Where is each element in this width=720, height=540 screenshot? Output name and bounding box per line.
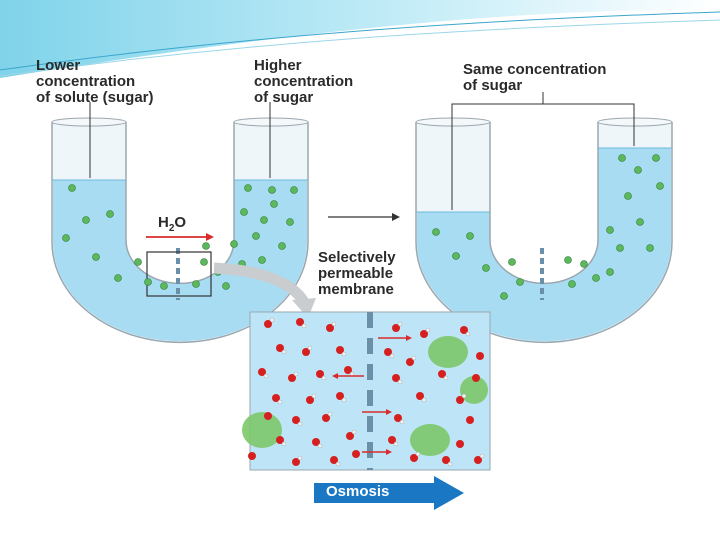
label-lower-concentration: Lower concentration of solute (sugar)	[36, 57, 154, 106]
h2o-label: H2O	[158, 214, 186, 234]
osmosis-label: Osmosis	[326, 483, 390, 500]
flow-arrows	[332, 335, 412, 455]
left-u-tube	[51, 102, 309, 344]
label-selectively-permeable-membrane: Selectively permeable membrane	[318, 249, 396, 298]
h2o-main: H	[158, 214, 169, 231]
sugar-blobs	[242, 336, 488, 456]
h2o-tail: O	[174, 214, 187, 231]
magnify-box	[146, 251, 212, 297]
h2o-sub: 2	[168, 223, 175, 234]
right-u-tube	[415, 92, 673, 344]
magnified-panel	[242, 311, 491, 471]
osmosis-arrow-shape	[314, 476, 464, 510]
sugar-molecules-right	[432, 154, 664, 300]
label-higher-concentration: Higher concentration of sugar	[254, 57, 354, 106]
water-molecules	[248, 317, 485, 467]
sugar-molecules-left	[62, 184, 298, 290]
zoom-arrow	[213, 262, 309, 306]
slide-header-swoosh	[0, 0, 720, 78]
label-same-concentration: Same concentration of sugar	[463, 61, 607, 94]
